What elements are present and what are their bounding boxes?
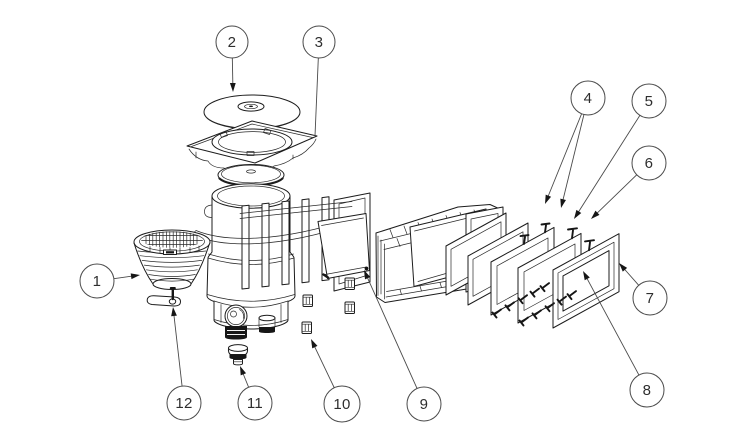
callout-10: 10 (311, 339, 361, 423)
leader-arrowhead-9 (364, 270, 371, 280)
leader-line-3 (314, 57, 319, 137)
tank-body-part (204, 183, 296, 330)
callout-balloon-7 (632, 280, 668, 316)
leader-line-4 (561, 114, 585, 204)
leader-line-7 (621, 266, 640, 286)
gasket-ring-part (217, 164, 285, 187)
leader-arrowhead-5 (574, 209, 582, 219)
callout-number-3: 3 (315, 34, 324, 51)
leader-line-5 (576, 115, 641, 216)
callout-number-11: 11 (247, 395, 263, 412)
leader-arrowhead-4 (560, 198, 566, 208)
callout-number-8: 8 (643, 382, 652, 399)
callout-balloon-12 (166, 385, 202, 421)
leader-line-8 (584, 275, 640, 376)
leader-line-2 (231, 57, 234, 88)
leader-line-6 (594, 174, 638, 216)
faceplate-frame-part (552, 233, 620, 329)
callout-balloon-2 (215, 25, 249, 59)
nuts-part (301, 277, 355, 334)
leader-arrowhead-4 (545, 194, 552, 204)
callout-number-1: 1 (93, 273, 102, 290)
callout-8: 8 (583, 271, 665, 408)
callout-2: 2 (215, 25, 249, 92)
leader-arrowhead-1 (130, 273, 140, 280)
callout-number-12: 12 (175, 395, 192, 412)
leader-arrowhead-8 (583, 271, 590, 281)
callout-1: 1 (79, 263, 140, 299)
callout-number-7: 7 (646, 290, 655, 307)
collar-part (186, 120, 318, 175)
leader-arrowhead-10 (311, 339, 318, 349)
leader-arrowhead-12 (171, 307, 177, 317)
leader-arrowhead-7 (619, 263, 628, 272)
leader-arrowhead-2 (229, 82, 236, 92)
callout-3: 3 (302, 25, 336, 137)
callout-number-9: 9 (420, 396, 429, 413)
callout-balloon-1 (79, 263, 115, 299)
leader-line-9 (365, 274, 418, 389)
leader-arrowhead-11 (240, 366, 247, 376)
callout-11: 11 (237, 366, 273, 421)
callout-6: 6 (591, 145, 667, 219)
callout-number-4: 4 (584, 90, 593, 107)
leader-arrowhead-6 (591, 210, 600, 219)
callout-number-5: 5 (645, 93, 654, 110)
callout-5: 5 (574, 83, 667, 219)
callout-balloon-6 (631, 145, 667, 181)
callout-number-10: 10 (333, 396, 350, 413)
leader-line-4 (546, 113, 583, 200)
callout-balloon-4 (570, 80, 606, 116)
callout-7: 7 (619, 263, 668, 316)
weir-door-part (317, 213, 370, 279)
leader-line-12 (173, 311, 183, 387)
callout-balloon-10 (323, 385, 361, 423)
frame-screws (491, 222, 595, 327)
callout-balloon-3 (302, 25, 336, 59)
handle-part (146, 287, 181, 307)
callout-balloon-11 (237, 385, 273, 421)
plug-part (227, 344, 249, 366)
drain-port-part (224, 304, 276, 340)
leader-line-10 (312, 343, 335, 388)
basket-part (133, 229, 211, 290)
callout-9: 9 (364, 270, 442, 422)
callout-4: 4 (545, 80, 606, 208)
callout-balloon-8 (629, 372, 665, 408)
callout-balloon-9 (406, 386, 442, 422)
callout-number-6: 6 (645, 155, 654, 172)
callout-number-2: 2 (228, 34, 237, 51)
callout-12: 12 (166, 307, 202, 421)
callout-balloon-5 (631, 83, 667, 119)
